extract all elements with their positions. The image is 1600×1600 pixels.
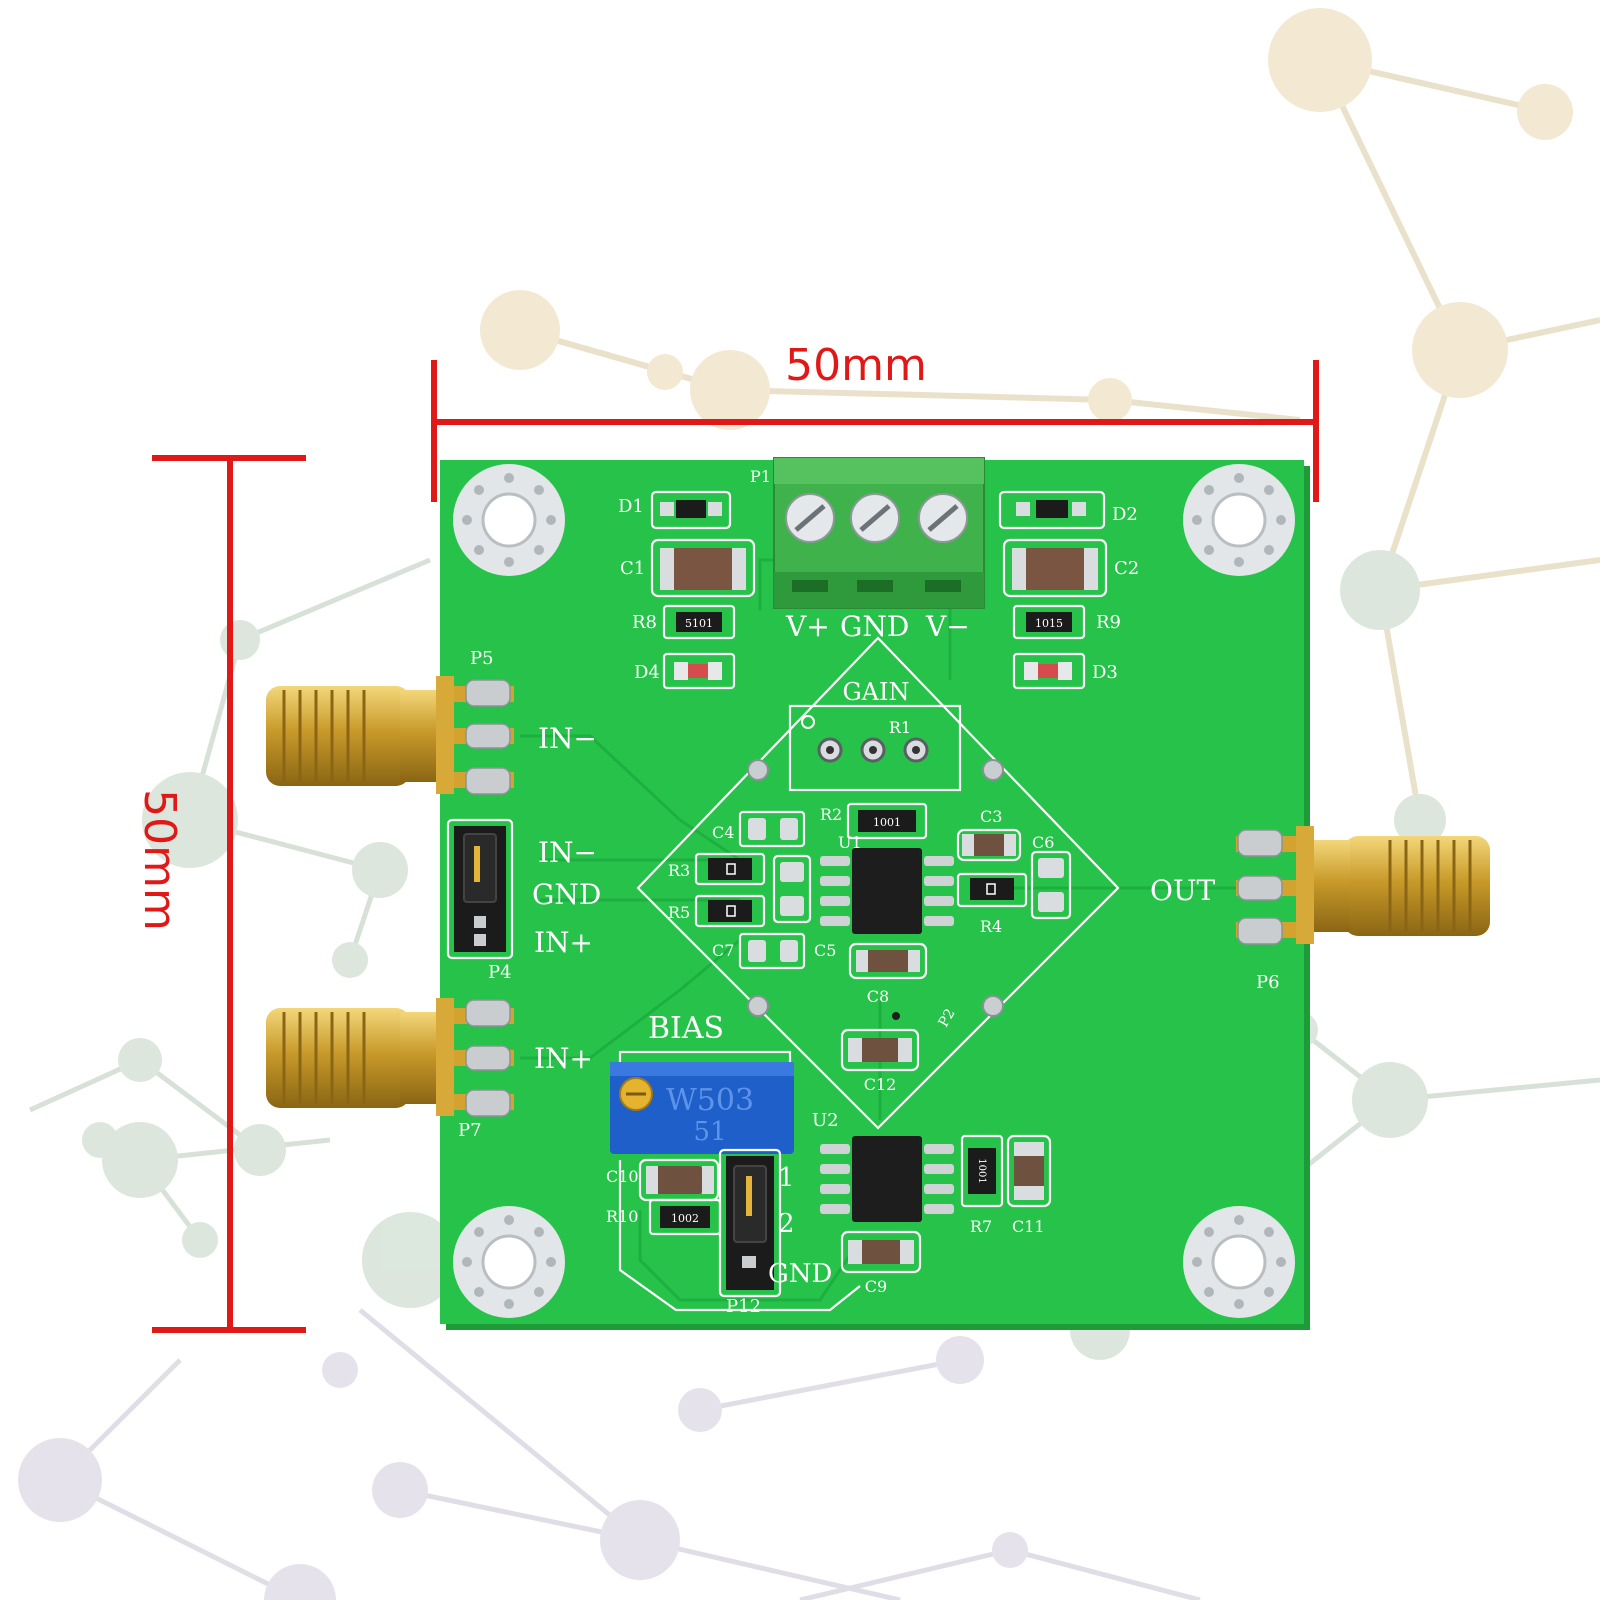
diode-d1 <box>676 500 706 518</box>
led-d4 <box>688 664 708 678</box>
label-c11: C11 <box>1012 1217 1045 1236</box>
pot-marking-code: 51 <box>693 1117 726 1147</box>
resistor-r7 <box>968 1148 996 1194</box>
sma-connector-in-plus <box>266 998 514 1117</box>
label-in-plus-sma: IN+ <box>534 1042 593 1075</box>
capacitor-c10 <box>656 1166 702 1194</box>
capacitor-c1 <box>672 548 734 590</box>
resistor-r8 <box>676 612 722 632</box>
label-p5: P5 <box>470 648 494 669</box>
label-r8: R8 <box>632 612 657 633</box>
label-c1: C1 <box>620 558 645 579</box>
label-vplus: V+ <box>785 610 830 643</box>
label-c2: C2 <box>1114 558 1139 579</box>
terminal-screw-vminus <box>918 493 968 543</box>
diode-d2 <box>1036 500 1068 518</box>
marking-r10: 1002 <box>671 1212 699 1225</box>
label-p1: P1 <box>750 467 771 486</box>
jumper-header-p12 <box>726 1156 774 1290</box>
label-gain: GAIN <box>843 678 910 706</box>
capacitor-c11 <box>1014 1154 1044 1188</box>
bias-potentiometer: W503 51 <box>610 1062 794 1154</box>
label-c7: C7 <box>712 941 734 960</box>
marking-r8: 5101 <box>685 617 713 630</box>
gain-resistor-r1-pads <box>817 737 929 763</box>
label-out: OUT <box>1150 874 1216 907</box>
resistor-r5 <box>708 900 752 922</box>
resistor-r2 <box>858 810 916 832</box>
mounting-hole-bottom-right <box>1183 1206 1295 1318</box>
label-c4: C4 <box>712 823 734 842</box>
terminal-screw-gnd <box>850 493 900 543</box>
pcb-board: V+ GND V− P1 D1 C1 5101 R8 D4 D2 C2 <box>266 457 1490 1330</box>
sma-connector-in-minus <box>266 676 514 795</box>
resistor-r3 <box>708 858 752 880</box>
label-d4: D4 <box>634 662 660 683</box>
led-d3 <box>1038 664 1058 678</box>
capacitor-c9 <box>860 1240 902 1264</box>
background-network <box>18 8 1600 1600</box>
sma-connector-out <box>1236 826 1490 945</box>
label-bias: BIAS <box>648 1011 724 1046</box>
resistor-r4 <box>970 878 1014 900</box>
opamp-u1 <box>820 848 954 934</box>
label-p4: P4 <box>488 962 512 983</box>
marking-r9: 1015 <box>1035 617 1063 630</box>
marking-r2: 1001 <box>873 816 901 829</box>
label-in-plus-header: IN+ <box>534 926 593 959</box>
label-p12-pin1: 1 <box>778 1163 795 1193</box>
marking-r7: 1001 <box>976 1158 987 1183</box>
label-r2: R2 <box>820 805 842 824</box>
label-gnd-header: GND <box>532 878 601 911</box>
label-c12: C12 <box>864 1075 897 1094</box>
height-label: 50mm <box>134 789 185 931</box>
label-c5: C5 <box>814 941 836 960</box>
label-u2: U2 <box>812 1110 839 1131</box>
label-d2: D2 <box>1112 504 1138 525</box>
label-r5: R5 <box>668 903 690 922</box>
capacitor-c12 <box>860 1038 900 1062</box>
width-dimension: 50mm <box>431 340 1319 502</box>
label-r3: R3 <box>668 861 690 880</box>
label-p6: P6 <box>1256 972 1280 993</box>
mounting-hole-bottom-left <box>453 1206 565 1318</box>
label-in-minus-sma: IN− <box>538 722 597 755</box>
pot-marking-model: W503 <box>666 1083 754 1118</box>
resistor-r9 <box>1026 612 1072 632</box>
label-gnd-terminal: GND <box>840 610 909 643</box>
label-c8: C8 <box>867 987 889 1006</box>
capacitor-c2 <box>1024 548 1086 590</box>
label-in-minus-header: IN− <box>538 836 597 869</box>
opamp-u2 <box>820 1136 954 1222</box>
height-dimension: 50mm <box>134 455 306 1333</box>
mounting-hole-top-left <box>453 464 565 576</box>
label-c9: C9 <box>865 1277 887 1296</box>
label-p12: P12 <box>726 1296 761 1317</box>
terminal-screw-vplus <box>785 493 835 543</box>
capacitor-c8 <box>866 950 910 972</box>
label-c3: C3 <box>980 807 1002 826</box>
resistor-r10 <box>660 1206 710 1228</box>
label-p2: P2 <box>936 1006 959 1030</box>
label-vminus: V− <box>925 610 970 643</box>
label-r1: R1 <box>889 718 911 737</box>
power-terminal-block <box>773 457 985 609</box>
jumper-header-p4 <box>454 826 506 952</box>
label-p12-pin2: 2 <box>778 1209 795 1239</box>
label-p12-gnd: GND <box>768 1259 832 1289</box>
label-d1: D1 <box>618 496 644 517</box>
label-r7: R7 <box>970 1217 992 1236</box>
label-d3: D3 <box>1092 662 1118 683</box>
label-u1: U1 <box>838 833 862 852</box>
label-r9: R9 <box>1096 612 1121 633</box>
mounting-hole-top-right <box>1183 464 1295 576</box>
width-label: 50mm <box>785 340 927 391</box>
label-c10: C10 <box>606 1167 639 1186</box>
label-c6: C6 <box>1032 833 1054 852</box>
label-r4: R4 <box>980 917 1002 936</box>
label-r10: R10 <box>606 1207 638 1226</box>
label-p7: P7 <box>458 1120 482 1141</box>
capacitor-c3 <box>972 834 1006 856</box>
